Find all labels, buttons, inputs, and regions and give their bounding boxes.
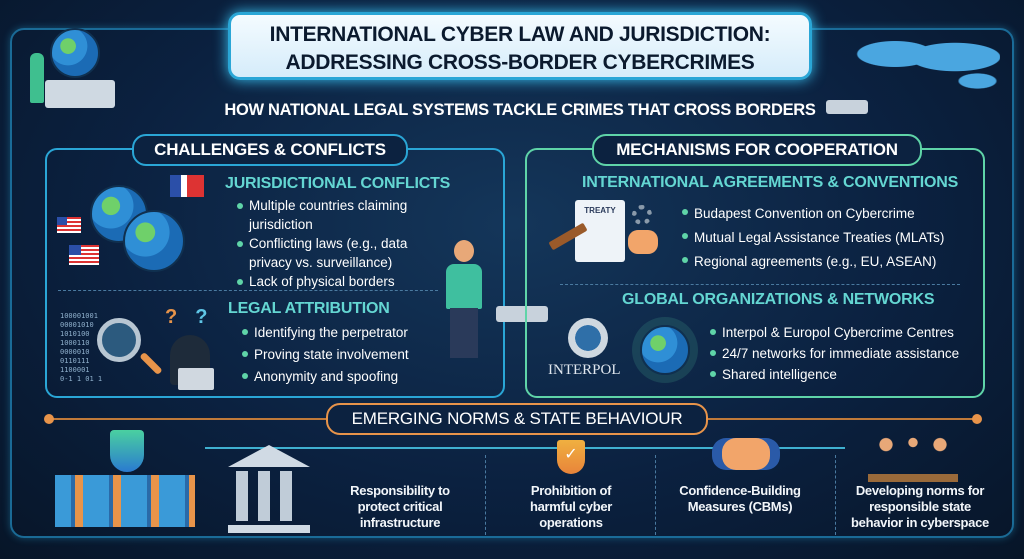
us-flag-icon xyxy=(57,217,81,233)
section-divider xyxy=(58,290,438,291)
cooperation-title: MECHANISMS FOR COOPERATION xyxy=(592,134,922,166)
binary-line: 100001001 xyxy=(60,312,98,320)
person-with-laptop-illustration xyxy=(440,240,490,360)
timeline-line xyxy=(205,447,845,449)
attribution-list: Identifying the perpetrator Proving stat… xyxy=(240,322,440,388)
interpol-logo xyxy=(568,318,608,358)
list-item: 24/7 networks for immediate assistance xyxy=(708,343,988,364)
list-item: Anonymity and spoofing xyxy=(240,366,440,388)
globe-laptop-illustration xyxy=(30,28,120,113)
list-item: Budapest Convention on Cybercrime xyxy=(680,202,960,226)
person-icon xyxy=(30,53,44,103)
list-item: Multiple countries claiming jurisdiction xyxy=(235,196,435,234)
divider xyxy=(655,455,656,535)
gear-icon xyxy=(632,205,652,225)
main-title: INTERNATIONAL CYBER LAW AND JURISDICTION… xyxy=(228,12,812,80)
norm-item: Prohibition of harmful cyber operations xyxy=(529,483,613,530)
agreements-heading: INTERNATIONAL AGREEMENTS & CONVENTIONS xyxy=(582,174,959,191)
list-item: Identifying the perpetrator xyxy=(240,322,440,344)
list-item: Lack of physical borders xyxy=(235,272,435,291)
handshake-icon xyxy=(628,230,658,254)
router-icon xyxy=(496,306,548,322)
challenges-title: CHALLENGES & CONFLICTS xyxy=(132,134,408,166)
agreements-list: Budapest Convention on Cybercrime Mutual… xyxy=(680,202,960,274)
jurisdiction-heading: JURISDICTIONAL CONFLICTS xyxy=(225,175,451,192)
divider xyxy=(835,455,836,535)
flag-icon xyxy=(170,175,204,197)
node-dot xyxy=(972,414,982,424)
binary-line: 1010100 xyxy=(60,330,90,338)
globe-icon xyxy=(50,28,100,78)
city-shield-illustration xyxy=(50,430,200,530)
binary-line: 0000010 xyxy=(60,348,90,356)
organizations-list: Interpol & Europol Cybercrime Centres 24… xyxy=(708,322,988,385)
title-line-2: ADDRESSING CROSS-BORDER CYBERCRIMES xyxy=(285,51,755,74)
binary-text: 100001001 00001010 1010100 1000110 00000… xyxy=(60,312,102,384)
norm-item: Responsibility to protect critical infra… xyxy=(350,483,450,530)
world-map-illustration xyxy=(850,30,1000,90)
norms-title: EMERGING NORMS & STATE BEHAVIOUR xyxy=(326,403,708,435)
binary-line: 1000110 xyxy=(60,339,90,347)
handshake-icon xyxy=(722,438,770,470)
binary-line: 00001010 xyxy=(60,321,94,329)
router-icon xyxy=(826,100,868,114)
subtitle: HOW NATIONAL LEGAL SYSTEMS TACKLE CRIMES… xyxy=(224,101,816,119)
norm-item: Confidence-Building Measures (CBMs) xyxy=(679,483,801,514)
list-item: Shared intelligence xyxy=(708,364,988,385)
list-item: Conflicting laws (e.g., data privacy vs.… xyxy=(235,234,435,272)
list-item: Regional agreements (e.g., EU, ASEAN) xyxy=(680,250,960,274)
network-globe-icon xyxy=(640,325,690,375)
binary-line: 0110111 xyxy=(60,357,90,365)
attribution-heading: LEGAL ATTRIBUTION xyxy=(228,300,390,317)
question-marks: ?? xyxy=(165,306,226,328)
node-dot xyxy=(44,414,54,424)
globe-icon xyxy=(123,210,185,272)
list-item: Interpol & Europol Cybercrime Centres xyxy=(708,322,988,343)
laptop-icon xyxy=(45,80,115,108)
us-flag-icon xyxy=(69,245,99,265)
norm-item: Developing norms for responsible state b… xyxy=(851,483,989,530)
meeting-illustration xyxy=(868,432,958,482)
magnifier-icon xyxy=(97,318,141,362)
shield-check-icon: ✓ xyxy=(557,440,585,474)
binary-line: 0-1 1 01 1 xyxy=(60,375,103,383)
list-item: Mutual Legal Assistance Treaties (MLATs) xyxy=(680,226,960,250)
shield-icon xyxy=(110,430,144,472)
jurisdiction-list: Multiple countries claiming jurisdiction… xyxy=(235,196,435,291)
interpol-logo-text: INTERPOL xyxy=(548,362,621,378)
binary-line: 1100001 xyxy=(60,366,90,374)
city-icon xyxy=(55,475,195,527)
title-line-1: INTERNATIONAL CYBER LAW AND JURISDICTION… xyxy=(269,23,771,46)
section-divider xyxy=(560,284,960,285)
organizations-heading: GLOBAL ORGANIZATIONS & NETWORKS xyxy=(622,291,935,308)
laptop-icon xyxy=(178,368,214,390)
government-building-icon xyxy=(228,445,310,533)
list-item: Proving state involvement xyxy=(240,344,440,366)
jurisdiction-illustration xyxy=(55,175,215,285)
divider xyxy=(485,455,486,535)
